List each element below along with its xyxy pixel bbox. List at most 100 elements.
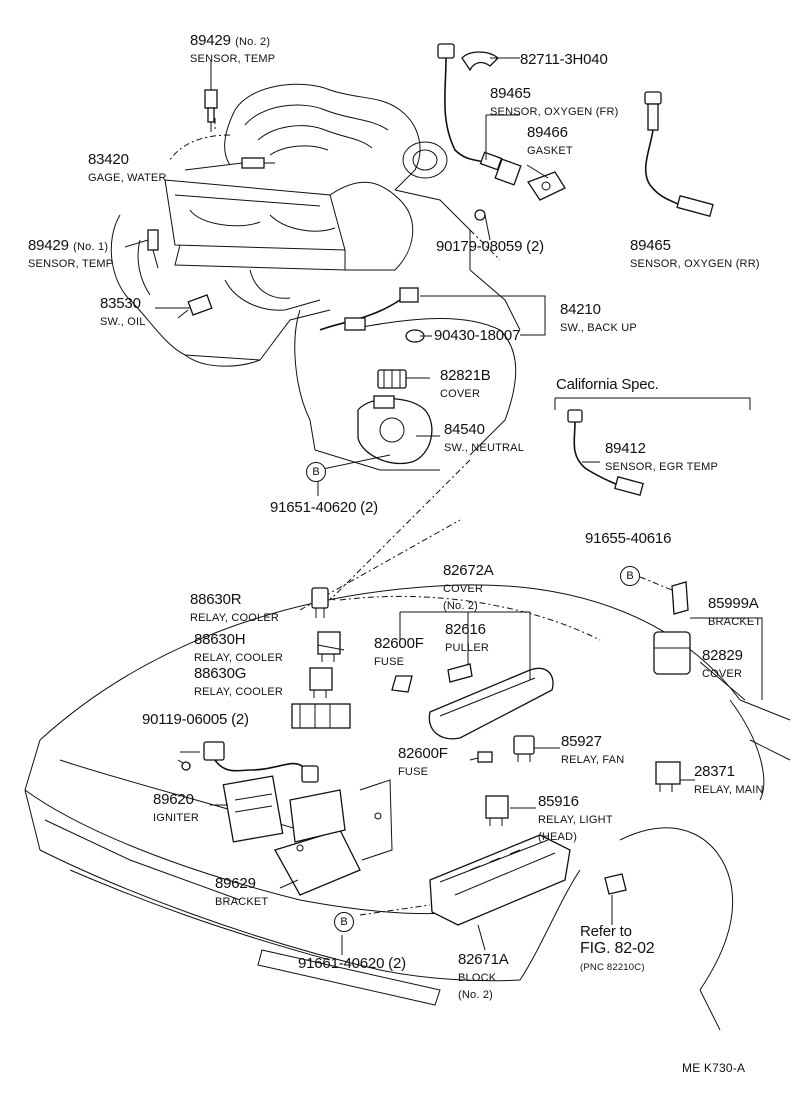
part-number: 28371 xyxy=(694,763,735,780)
part-note: (No. 2) xyxy=(458,988,494,1001)
part-desc: SENSOR, EGR TEMP xyxy=(605,460,719,473)
label-88630r: 88630R RELAY, COOLER xyxy=(190,592,279,626)
label-91661-40620: 91661-40620 (2) xyxy=(298,956,406,973)
part-desc: SENSOR, TEMP xyxy=(190,52,276,65)
part-number: 84540 xyxy=(444,421,485,438)
part-desc: COVER xyxy=(702,667,743,680)
part-number: 82671A xyxy=(458,951,509,968)
part-note: (No. 2) xyxy=(235,36,271,48)
label-82821b: 82821B COVER xyxy=(440,368,491,402)
part-number: 91655-40616 xyxy=(585,530,672,547)
refer-pnc: (PNC 82210C) xyxy=(580,961,645,973)
callout-b-right: B xyxy=(620,566,640,586)
engine-drawing xyxy=(110,83,521,471)
footer-code: ME K730-A xyxy=(682,1061,746,1075)
part-number: 82616 xyxy=(445,621,486,638)
part-number: 90179-08059 (2) xyxy=(436,238,544,255)
part-desc: RELAY, FAN xyxy=(561,753,625,766)
water-gage-drawing xyxy=(241,157,275,169)
label-90119-06005: 90119-06005 (2) xyxy=(142,712,249,729)
part-number: 89429 xyxy=(28,237,69,254)
part-desc: COVER xyxy=(443,582,484,595)
label-83530: 83530 SW., OIL xyxy=(100,296,146,330)
label-82829: 82829 COVER xyxy=(702,648,743,682)
california-spec-label: California Spec. xyxy=(556,376,659,393)
part-number: 91661-40620 (2) xyxy=(298,955,406,972)
part-number: 88630G xyxy=(194,665,247,682)
part-number: 89465 xyxy=(490,85,531,102)
part-desc: GAGE, WATER xyxy=(88,171,167,184)
part-number: 89465 xyxy=(630,237,671,254)
part-desc: RELAY, MAIN xyxy=(694,783,764,796)
part-desc: FUSE xyxy=(374,655,405,668)
label-83420: 83420 GAGE, WATER xyxy=(88,152,167,186)
label-88630h: 88630H RELAY, COOLER xyxy=(194,632,283,666)
part-number: 82829 xyxy=(702,647,743,664)
part-desc: SW., NEUTRAL xyxy=(444,441,525,454)
bracket-89629-drawing xyxy=(274,779,393,896)
part-number: 82711-3H040 xyxy=(520,51,608,68)
callout-b-lower: B xyxy=(334,912,354,932)
part-number: 90119-06005 (2) xyxy=(142,711,249,728)
refer-line1: Refer to xyxy=(580,923,632,940)
oxygen-sensor-fr-drawing xyxy=(437,43,522,186)
part-desc: PULLER xyxy=(445,641,489,654)
part-desc: GASKET xyxy=(527,144,573,157)
label-28371: 28371 RELAY, MAIN xyxy=(694,764,764,798)
part-desc: RELAY, COOLER xyxy=(190,611,280,624)
label-82672a: 82672A COVER (No. 2) xyxy=(443,563,494,613)
part-desc: SENSOR, TEMP xyxy=(28,257,114,270)
label-82671a: 82671A BLOCK (No. 2) xyxy=(458,952,509,1002)
part-number: 82672A xyxy=(443,562,494,579)
egr-temp-sensor-drawing xyxy=(567,409,644,496)
part-number: 89412 xyxy=(605,440,646,457)
igniter-drawing xyxy=(177,741,319,843)
sensor-temp-no2-drawing xyxy=(204,89,218,132)
refer-to-figure[interactable]: Refer to FIG. 82-02 (PNC 82210C) xyxy=(580,923,655,974)
leader-lines xyxy=(124,57,763,955)
label-84540: 84540 SW., NEUTRAL xyxy=(444,422,524,456)
label-89466: 89466 GASKET xyxy=(527,125,573,159)
part-number: 82600F xyxy=(398,745,448,762)
neutral-switch-drawing xyxy=(357,395,433,464)
part-desc: BRACKET xyxy=(708,615,762,628)
part-desc: FUSE xyxy=(398,765,429,778)
label-82616: 82616 PULLER xyxy=(445,622,489,656)
label-82711-3h040: 82711-3H040 xyxy=(520,52,608,69)
part-number: 85999A xyxy=(708,595,759,612)
part-number: 89429 xyxy=(190,32,231,49)
nut-90179-drawing xyxy=(474,209,486,221)
part-number: 85916 xyxy=(538,793,579,810)
part-number: 89466 xyxy=(527,124,568,141)
clamp-82711-drawing xyxy=(461,51,499,72)
label-89620: 89620 IGNITER xyxy=(153,792,199,826)
part-number: 88630R xyxy=(190,591,242,608)
label-89412: 89412 SENSOR, EGR TEMP xyxy=(605,441,718,475)
part-desc: IGNITER xyxy=(153,811,200,824)
label-91655-40616: 91655-40616 xyxy=(585,531,671,548)
part-desc: RELAY, COOLER xyxy=(194,685,284,698)
part-desc: SW., OIL xyxy=(100,315,146,328)
label-89465-fr: 89465 SENSOR, OXYGEN (FR) xyxy=(490,86,618,120)
label-85999a: 85999A BRACKET xyxy=(708,596,761,630)
relay-parts-drawing xyxy=(291,581,691,926)
part-number: 88630H xyxy=(194,631,246,648)
label-90430-18007: 90430-18007 xyxy=(434,328,520,345)
label-89429-no1: 89429 (No. 1) SENSOR, TEMP xyxy=(28,238,113,272)
refer-figure-link[interactable]: FIG. 82-02 xyxy=(580,939,655,957)
part-number: 83420 xyxy=(88,151,129,168)
sensor-temp-no1-drawing xyxy=(147,229,159,269)
callout-b-upper: B xyxy=(306,462,326,482)
part-desc: SENSOR, OXYGEN (FR) xyxy=(490,105,619,118)
part-number: 89620 xyxy=(153,791,194,808)
part-number: 89629 xyxy=(215,875,256,892)
part-number: 83530 xyxy=(100,295,141,312)
part-note: (No. 2) xyxy=(443,599,479,612)
part-desc: COVER xyxy=(440,387,481,400)
label-84210: 84210 SW., BACK UP xyxy=(560,302,637,336)
part-number: 84210 xyxy=(560,301,601,318)
backup-switch-drawing xyxy=(319,287,425,343)
oil-switch-drawing xyxy=(177,294,213,319)
part-number: 85927 xyxy=(561,733,602,750)
